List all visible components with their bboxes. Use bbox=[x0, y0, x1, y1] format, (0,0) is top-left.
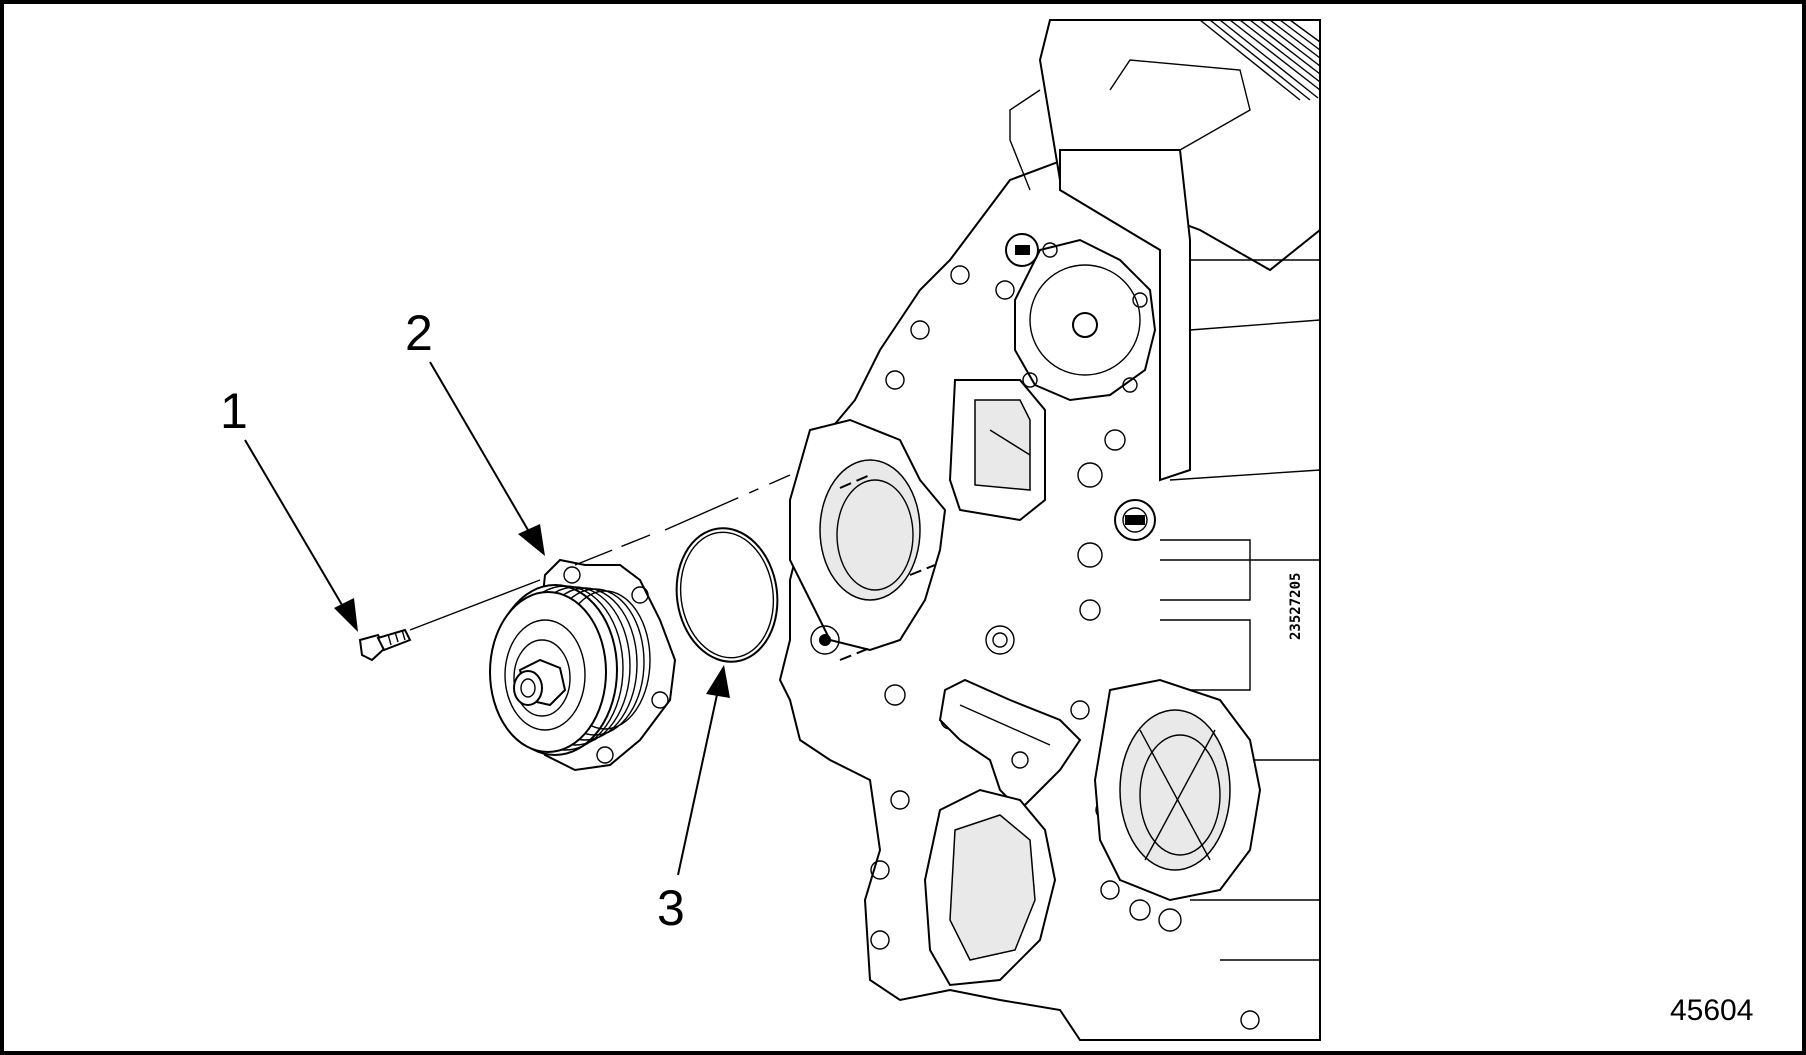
gear-housing bbox=[1093, 678, 1262, 902]
seal-rings bbox=[1005, 233, 1156, 541]
alignment-lines bbox=[409, 474, 936, 661]
bolt bbox=[358, 628, 412, 662]
o-ring-seal bbox=[675, 527, 779, 663]
callout-2: 2 bbox=[405, 305, 545, 556]
callout-1-label: 1 bbox=[220, 383, 248, 439]
callout-2-label: 2 bbox=[405, 305, 433, 361]
cover-bolt-holes bbox=[870, 265, 1260, 1030]
engine-front-cover: 23527205 bbox=[778, 19, 1321, 1041]
figure-number: 45604 bbox=[1670, 994, 1753, 1027]
callout-1: 1 bbox=[220, 383, 358, 632]
water-pump-mount-bore bbox=[789, 418, 947, 655]
water-pump bbox=[489, 558, 677, 772]
upper-gear-cover bbox=[1014, 238, 1157, 402]
callout-3-label: 3 bbox=[657, 880, 685, 936]
callout-3: 3 bbox=[657, 665, 730, 936]
engine-part-number: 23527205 bbox=[1288, 573, 1304, 640]
lower-bore bbox=[923, 788, 1057, 987]
head-fins bbox=[1199, 19, 1321, 101]
lower-bracket bbox=[938, 678, 1082, 812]
inspection-opening bbox=[948, 379, 1046, 522]
